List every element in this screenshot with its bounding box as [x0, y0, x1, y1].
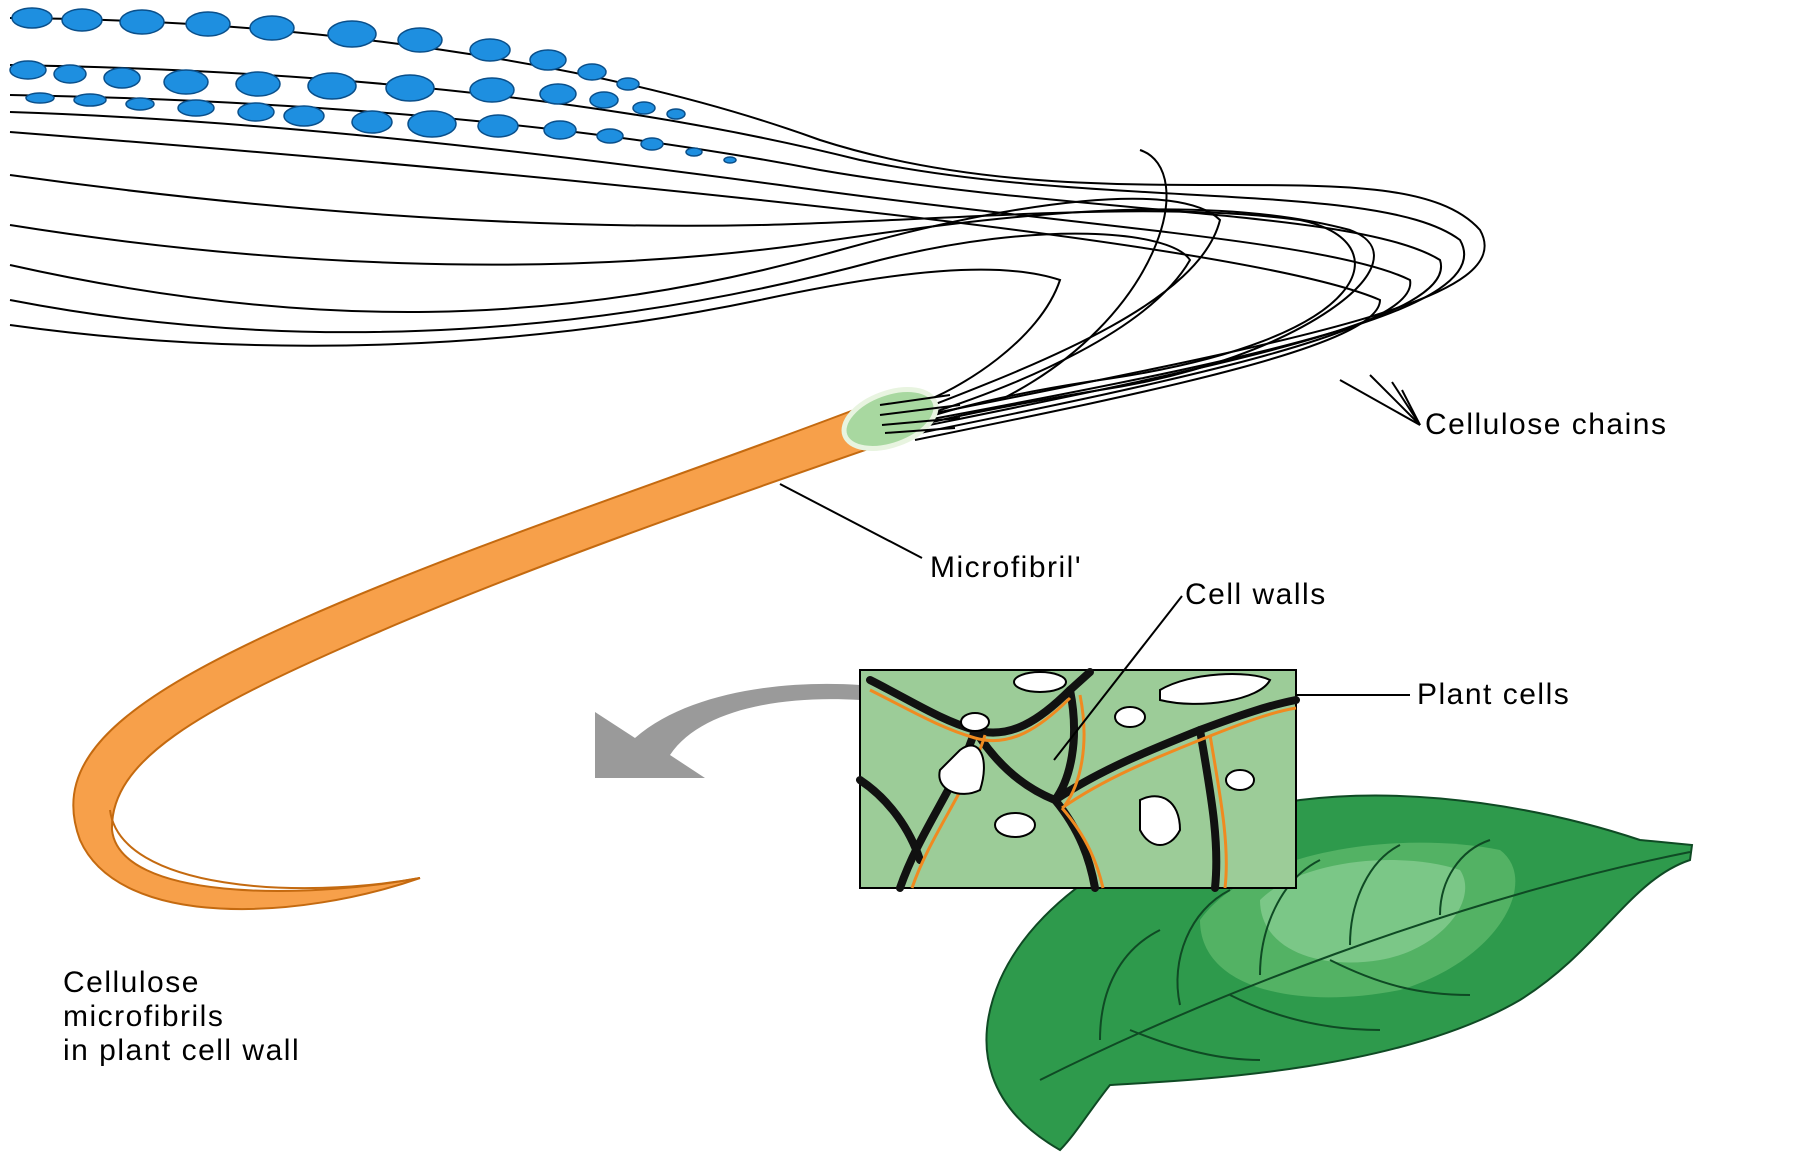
zoom-arrow [595, 684, 860, 778]
label-microfibril: Microfibril' [930, 553, 1082, 583]
label-cell-walls: Cell walls [1185, 580, 1327, 610]
microfibril [73, 378, 960, 909]
caption-line-1: Cellulose [63, 966, 300, 1000]
caption-line-3: in plant cell wall [63, 1034, 300, 1068]
label-cellulose-chains: Cellulose chains [1425, 410, 1667, 440]
caption-line-2: microfibrils [63, 1000, 300, 1034]
label-plant-cells: Plant cells [1417, 680, 1570, 710]
cellulose-chains [10, 18, 1485, 440]
figure-caption: Cellulose microfibrils in plant cell wal… [63, 966, 300, 1068]
